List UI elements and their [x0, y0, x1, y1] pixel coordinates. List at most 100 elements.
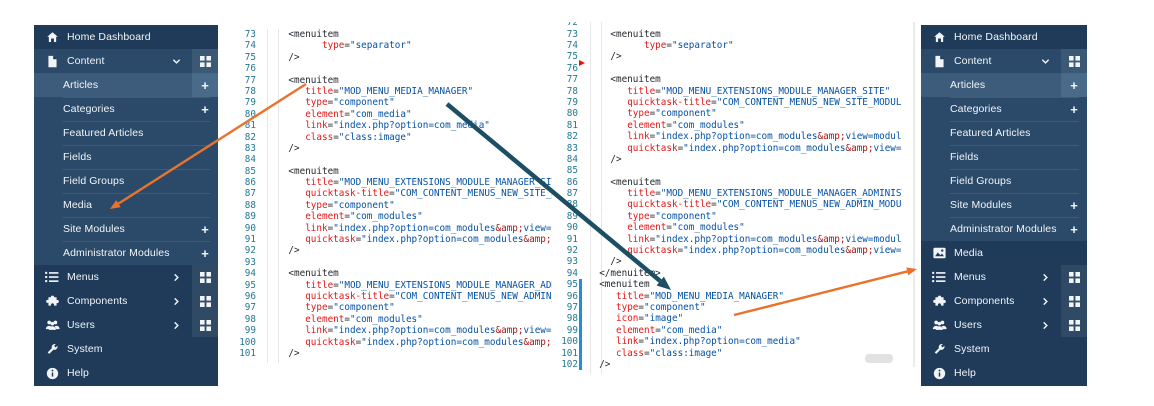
add-administrator-modules-button[interactable]: +: [1070, 221, 1078, 237]
dashboard-grid-icon[interactable]: [192, 49, 218, 73]
sidebar-item-menus[interactable]: Menus: [921, 265, 1087, 289]
sidebar-item-help[interactable]: Help: [34, 361, 218, 385]
sidebar-item-users[interactable]: Users: [34, 313, 218, 337]
code-text: />: [588, 358, 611, 370]
code-text: link="index.php?option=com_media": [616, 336, 801, 348]
sidebar-item-articles[interactable]: Articles+: [921, 73, 1087, 97]
add-site-modules-button[interactable]: +: [201, 221, 209, 237]
code-line: 82 class="class:image": [230, 132, 552, 143]
sidebar-item-site-modules[interactable]: Site Modules+: [34, 217, 218, 241]
code-line: 89 type="component": [552, 211, 902, 222]
code-text: quicktask-title="COM_CONTENT_MENUS_NEW_A…: [305, 290, 552, 302]
sidebar-item-content[interactable]: Content: [34, 49, 218, 73]
image-icon: [931, 245, 947, 261]
chevron-down-icon[interactable]: [1038, 54, 1052, 68]
chevron-right-icon[interactable]: [1038, 270, 1052, 284]
line-number: 89: [244, 211, 256, 223]
code-line: 94 <menuitem: [230, 268, 552, 279]
code-text: icon="image": [616, 313, 684, 325]
sidebar-item-content[interactable]: Content: [921, 49, 1087, 73]
gutter-marker-area: [256, 337, 266, 348]
dashboard-grid-icon[interactable]: [1061, 289, 1087, 313]
sidebar-item-components[interactable]: Components: [34, 289, 218, 313]
sidebar-item-featured-articles[interactable]: Featured Articles: [34, 121, 218, 145]
line-number: 96: [244, 290, 256, 302]
code-line: 88 type="component": [230, 200, 552, 211]
dashboard-grid-icon[interactable]: [1061, 313, 1087, 337]
sidebar-item-fields[interactable]: Fields: [921, 145, 1087, 169]
wrench-icon: [44, 341, 60, 357]
sidebar-item-label: Administrator Modules: [950, 223, 1057, 235]
sidebar-item-media[interactable]: Media: [921, 241, 1087, 265]
sidebar-item-label: Field Groups: [63, 175, 125, 187]
sidebar-item-home-dashboard[interactable]: Home Dashboard: [921, 25, 1087, 49]
gutter-marker-area: [256, 268, 266, 279]
chevron-right-icon[interactable]: [169, 270, 183, 284]
sidebar-item-system[interactable]: System: [34, 337, 218, 361]
code-line: 100 link="index.php?option=com_media": [552, 336, 902, 348]
chevron-right-icon[interactable]: [1038, 318, 1052, 332]
chevron-right-icon[interactable]: [1038, 294, 1052, 308]
add-categories-button[interactable]: +: [1070, 101, 1078, 117]
add-categories-button[interactable]: +: [201, 101, 209, 117]
sidebar-item-site-modules[interactable]: Site Modules+: [921, 193, 1087, 217]
chevron-right-icon[interactable]: [169, 294, 183, 308]
users-icon: [931, 317, 947, 333]
sidebar-item-components[interactable]: Components: [921, 289, 1087, 313]
add-administrator-modules-button[interactable]: +: [201, 245, 209, 261]
add-site-modules-button[interactable]: +: [1070, 197, 1078, 213]
sidebar-item-media[interactable]: Media: [34, 193, 218, 217]
code-line: 91 link="index.php?option=com_modules&am…: [552, 234, 902, 245]
add-articles-button[interactable]: +: [1061, 73, 1087, 97]
sidebar-item-menus[interactable]: Menus: [34, 265, 218, 289]
sidebar-item-articles[interactable]: Articles+: [34, 73, 218, 97]
horizontal-scrollbar-thumb[interactable]: [865, 354, 893, 363]
sidebar-item-users[interactable]: Users: [921, 313, 1087, 337]
dashboard-grid-icon[interactable]: [1061, 49, 1087, 73]
sidebar-item-administrator-modules[interactable]: Administrator Modules +: [921, 217, 1087, 241]
code-text: <menuitem: [588, 74, 661, 86]
sidebar-item-field-groups[interactable]: Field Groups: [921, 169, 1087, 193]
puzzle-icon: [931, 293, 947, 309]
changed-line-indicator: [579, 336, 582, 348]
sidebar-item-help[interactable]: Help: [921, 361, 1087, 385]
changed-line-indicator: [579, 324, 582, 337]
sidebar-item-categories[interactable]: Categories+: [34, 97, 218, 121]
gutter-marker-area: [256, 348, 266, 359]
add-articles-button[interactable]: +: [192, 73, 218, 97]
chevron-down-icon[interactable]: [169, 54, 183, 68]
sidebar-item-administrator-modules[interactable]: Administrator Modules+: [34, 241, 218, 265]
sidebar-item-home-dashboard[interactable]: Home Dashboard: [34, 25, 218, 49]
sidebar-item-fields[interactable]: Fields: [34, 145, 218, 169]
code-text: title="MOD_MENU_MEDIA_MANAGER": [305, 85, 474, 97]
info-icon: [44, 365, 60, 381]
gutter-marker-area: [256, 280, 266, 291]
dashboard-grid-icon[interactable]: [192, 265, 218, 289]
dashboard-grid-icon[interactable]: [192, 289, 218, 313]
line-number: 92: [566, 245, 578, 257]
chevron-right-icon[interactable]: [169, 318, 183, 332]
sidebar-item-featured-articles[interactable]: Featured Articles: [921, 121, 1087, 145]
file-icon: [931, 53, 947, 69]
code-line: 94 </menuitem>: [552, 268, 902, 279]
line-number: 87: [244, 188, 256, 200]
sidebar-item-label: Home Dashboard: [67, 31, 151, 43]
code-text: <menuitem: [588, 279, 650, 291]
sidebar-item-field-groups[interactable]: Field Groups: [34, 169, 218, 193]
code-line: 74 type="separator": [230, 40, 552, 51]
code-line: 80 element="com_media": [230, 109, 552, 120]
line-number: 85: [566, 165, 578, 177]
code-line: 72: [552, 22, 902, 29]
sidebar-item-categories[interactable]: Categories+: [921, 97, 1087, 121]
dashboard-grid-icon[interactable]: [1061, 265, 1087, 289]
gutter-marker-area: [256, 143, 266, 154]
sidebar-item-system[interactable]: System: [921, 337, 1087, 361]
code-line: 86 <menuitem: [552, 177, 902, 188]
code-line: 75 />: [552, 51, 902, 62]
dashboard-grid-icon[interactable]: [192, 313, 218, 337]
code-text: />: [266, 51, 300, 63]
line-number: 74: [566, 39, 578, 51]
